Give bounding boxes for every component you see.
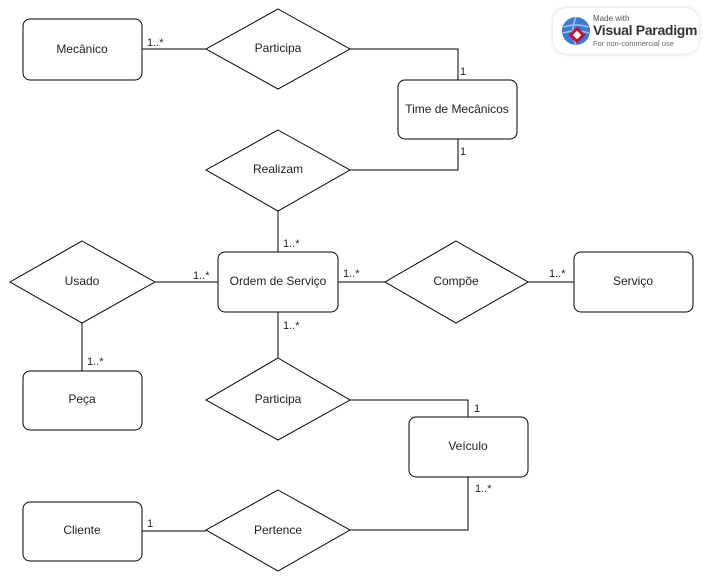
- line-time-realizam: [350, 139, 459, 171]
- rel-participa-top-label: Participa: [255, 41, 302, 55]
- rel-usado-label: Usado: [65, 274, 100, 288]
- entity-time-mecanicos-box: [397, 79, 518, 140]
- card-ordem-compoe: 1..*: [343, 268, 360, 280]
- card-ordem-participa: 1..*: [283, 320, 300, 332]
- line-veiculo-pertence: [350, 477, 469, 531]
- entity-mecanico-box: [22, 18, 143, 81]
- card-time-realizam: 1: [460, 146, 466, 158]
- entity-veiculo-box: [408, 416, 529, 478]
- card-participa-time: 1: [460, 66, 466, 78]
- entity-veiculo-label: Veículo: [448, 439, 488, 453]
- card-participa-veiculo: 1: [474, 403, 480, 415]
- watermark-made-with: Made with: [593, 14, 630, 23]
- rel-pertence-label: Pertence: [254, 523, 302, 537]
- rel-realizam-label: Realizam: [253, 162, 303, 176]
- entity-ordem-servico-box: [217, 251, 339, 313]
- entity-servico-label: Serviço: [613, 274, 653, 288]
- card-realizam-ordem: 1..*: [283, 238, 300, 250]
- rel-compoe-diamond: [384, 240, 530, 324]
- visual-paradigm-watermark: Made with Visual Paradigm For non-commer…: [553, 8, 699, 54]
- card-mecanico-participa: 1..*: [147, 37, 164, 49]
- watermark-note: For non-commercial use: [593, 39, 674, 48]
- card-usado-ordem: 1..*: [193, 270, 210, 282]
- line-participa-veiculo: [350, 399, 469, 417]
- entity-peca-box: [22, 370, 143, 431]
- entity-time-mecanicos-label: Time de Mecânicos: [405, 102, 509, 116]
- entity-servico-box: [573, 251, 694, 313]
- visual-paradigm-logo-icon: [562, 16, 590, 46]
- rel-participa-top-diamond: [204, 8, 352, 90]
- rel-participa-bottom-diamond: [204, 357, 352, 441]
- card-veiculo-pertence: 1..*: [475, 483, 492, 495]
- card-cliente-pertence: 1: [147, 518, 153, 530]
- line-participa-time: [350, 48, 459, 80]
- rel-realizam-diamond: [204, 129, 352, 212]
- entity-peca-label: Peça: [68, 392, 96, 406]
- entity-cliente-label: Cliente: [63, 523, 101, 537]
- watermark-brand: Visual Paradigm: [593, 22, 698, 38]
- connectors: [81, 48, 574, 532]
- entity-ordem-servico-label: Ordem de Serviço: [230, 274, 327, 288]
- rel-compoe-label: Compõe: [433, 274, 479, 288]
- rel-pertence-diamond: [204, 489, 352, 572]
- card-usado-peca: 1..*: [87, 356, 104, 368]
- rel-participa-bottom-label: Participa: [255, 392, 302, 406]
- rel-usado-diamond: [8, 240, 157, 324]
- entity-cliente-box: [22, 501, 143, 562]
- entity-mecanico-label: Mecânico: [56, 42, 108, 56]
- card-compoe-servico: 1..*: [549, 268, 566, 280]
